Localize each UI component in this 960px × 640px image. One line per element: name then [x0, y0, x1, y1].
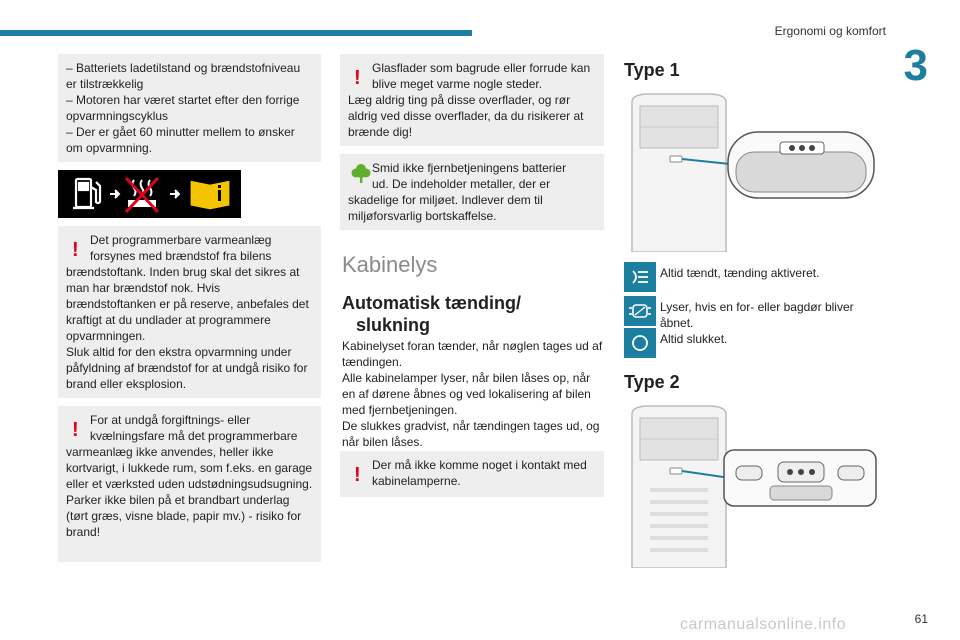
light-on-icon — [624, 262, 656, 292]
header-accent-bar — [0, 30, 472, 36]
chapter-number: 3 — [903, 41, 928, 90]
conditions-text: – Batteriets ladetilstand og brændstofni… — [66, 61, 301, 155]
arrow-icon — [170, 189, 181, 199]
fuel-heater-manual-icons — [73, 176, 231, 214]
mode-on-text: Altid tændt, tænding aktiveret. — [660, 266, 820, 280]
mode-door-text: Lyser, hvis en for- eller bagdør bliver … — [660, 300, 854, 330]
fuel-warning-box: ! Det programmerbare varmeanlæg forsynes… — [58, 226, 321, 398]
page-header-title: Ergonomi og komfort — [774, 24, 886, 38]
poisoning-warning-text-first: For at undgå forgiftnings- eller kvælnin… — [90, 413, 298, 443]
mode-row-off: Altid slukket. — [624, 328, 884, 360]
warning-exclamation-icon: ! — [72, 239, 79, 261]
subsection-title: Automatisk tænding/ slukning — [342, 292, 592, 336]
type2-ceiling-lamp-illustration — [631, 405, 877, 568]
lamp-warning-text: Der må ikke komme noget i kontakt med ka… — [372, 458, 587, 488]
conditions-box: – Batteriets ladetilstand og brændstofni… — [58, 54, 321, 162]
eco-note-text-rest: skadelige for miljøet. Indlever dem til … — [348, 193, 543, 223]
cabin-light-body-text: Kabinelyset foran tænder, når nøglen tag… — [342, 339, 603, 449]
warning-exclamation-icon: ! — [354, 67, 361, 89]
subsection-title-line1: Automatisk tænding/ — [342, 293, 521, 313]
subsection-title-line2: slukning — [356, 315, 431, 335]
mode-row-on: Altid tændt, tænding aktiveret. — [624, 262, 884, 294]
lamp-warning-box: ! Der må ikke komme noget i kontakt med … — [340, 451, 604, 497]
poisoning-warning-box: ! For at undgå forgiftnings- eller kvæln… — [58, 406, 321, 562]
fuel-pump-icon — [73, 177, 102, 210]
eco-note-text-first: Smid ikke fjernbetjeningens batterier ud… — [372, 161, 567, 191]
eco-tree-icon — [351, 164, 371, 183]
fuel-warning-text-rest: brændstoftank. Inden brug skal det sikre… — [66, 265, 309, 391]
manual-book-icon — [189, 179, 231, 211]
section-title: Kabinelys — [342, 252, 438, 277]
heater-symbol-strip — [58, 170, 241, 218]
warning-exclamation-icon: ! — [72, 419, 79, 441]
type1-title: Type 1 — [624, 60, 680, 80]
type1-ceiling-lamp-illustration — [631, 93, 875, 252]
page-number: 61 — [914, 612, 928, 626]
light-off-icon — [624, 328, 656, 358]
mode-off-text: Altid slukket. — [660, 332, 728, 346]
warning-exclamation-icon: ! — [354, 464, 361, 486]
glass-warning-box: ! Glasflader som bagrude eller forrude k… — [340, 54, 604, 146]
type2-title: Type 2 — [624, 372, 680, 392]
eco-note-box: Smid ikke fjernbetjeningens batterier ud… — [340, 154, 604, 230]
fuel-warning-text-first: Det programmerbare varmeanlæg forsynes m… — [90, 233, 272, 263]
heater-crossed-icon — [124, 176, 160, 214]
door-light-icon — [624, 296, 656, 326]
glass-warning-text-rest: Læg aldrig ting på disse overflader, og … — [348, 93, 584, 139]
poisoning-warning-text-rest: varmeanlæg ikke anvendes, heller ikke ko… — [66, 445, 313, 539]
arrow-icon — [110, 189, 121, 199]
glass-warning-text-first: Glasflader som bagrude eller forrude kan… — [372, 61, 591, 91]
mode-row-door: Lyser, hvis en for- eller bagdør bliver … — [624, 296, 884, 330]
watermark-text: carmanualsonline.info — [680, 616, 847, 633]
